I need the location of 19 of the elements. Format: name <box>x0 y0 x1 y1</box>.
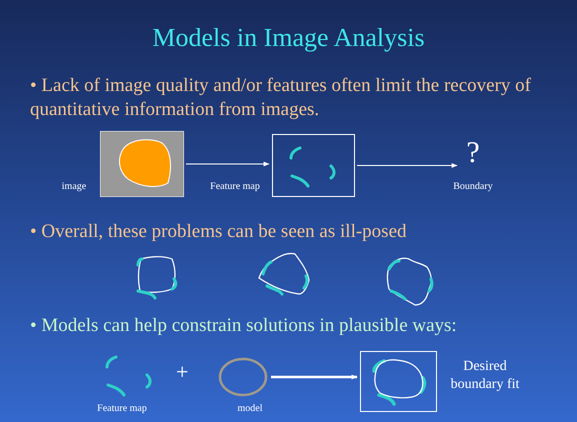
slide-title: Models in Image Analysis <box>151 22 426 54</box>
boundary-fit-frame <box>360 351 437 412</box>
node-label: Feature map <box>209 180 261 194</box>
bullet-text: • Overall, these problems can be seen as ill-posed <box>30 220 408 244</box>
node-label: model <box>236 402 264 416</box>
node-label: image <box>60 180 88 194</box>
feature-map-frame <box>272 134 355 197</box>
boundary-question-mark: ? <box>460 136 486 170</box>
arrow <box>356 163 458 168</box>
node-label: Desired boundary fit <box>450 358 520 394</box>
image-picture <box>100 131 184 197</box>
model-ellipse <box>217 356 269 398</box>
node-label: Boundary <box>452 180 494 194</box>
arrow <box>186 162 270 166</box>
bullet-text: • Lack of image quality and/or features often limit the recovery of quantitative information from images. <box>30 74 532 122</box>
bullet-text: • Models can help constrain solutions in plausible ways: <box>30 314 458 338</box>
arrow <box>271 374 358 380</box>
plus-sign: + <box>176 360 188 384</box>
node-label: Feature map <box>96 402 148 416</box>
